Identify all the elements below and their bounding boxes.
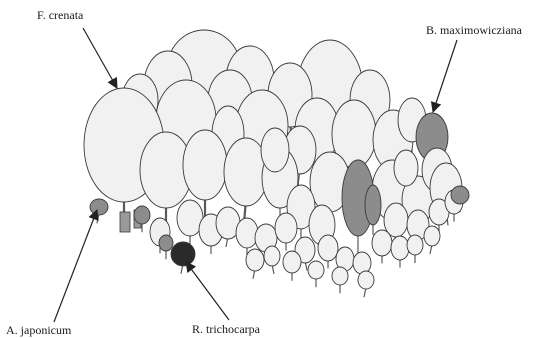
- tree-crown: [372, 230, 392, 256]
- arrow-b-maximowicziana: [433, 40, 457, 112]
- tree-crown: [394, 150, 418, 186]
- tree-crown: [353, 252, 371, 274]
- tree-crown: [358, 271, 374, 289]
- label-f-crenata: F. crenata: [37, 8, 83, 22]
- tree-crown-highlight: [451, 186, 469, 204]
- tree-crown: [183, 130, 227, 200]
- tree-crown: [332, 267, 348, 285]
- tree-crown-dark: [171, 242, 195, 266]
- tree-trunk-block: [120, 212, 130, 232]
- tree-crown: [236, 218, 258, 248]
- tree-crown: [275, 213, 297, 243]
- tree-crown: [308, 261, 324, 279]
- tree-crown: [261, 128, 289, 172]
- label-a-japonicum: A. japonicum: [6, 323, 71, 337]
- tree-crowns: [84, 30, 469, 289]
- arrow-f-crenata: [83, 28, 117, 88]
- tree-crown: [391, 236, 409, 260]
- tree-crown: [318, 235, 338, 261]
- label-r-trichocarpa: R. trichocarpa: [192, 322, 260, 336]
- tree-crown: [424, 226, 440, 246]
- label-b-maximowicziana: B. maximowicziana: [426, 23, 522, 37]
- arrow-r-trichocarpa: [186, 262, 229, 320]
- tree-crown: [246, 249, 264, 271]
- tree-crown-highlight: [365, 185, 381, 225]
- arrow-a-japonicum: [54, 210, 97, 322]
- tree-crown-highlight: [90, 199, 108, 215]
- tree-crown-highlight: [159, 235, 173, 251]
- tree-crown-highlight: [134, 206, 150, 224]
- tree-crown: [283, 251, 301, 273]
- tree-crown: [264, 246, 280, 266]
- tree-crown: [407, 235, 423, 255]
